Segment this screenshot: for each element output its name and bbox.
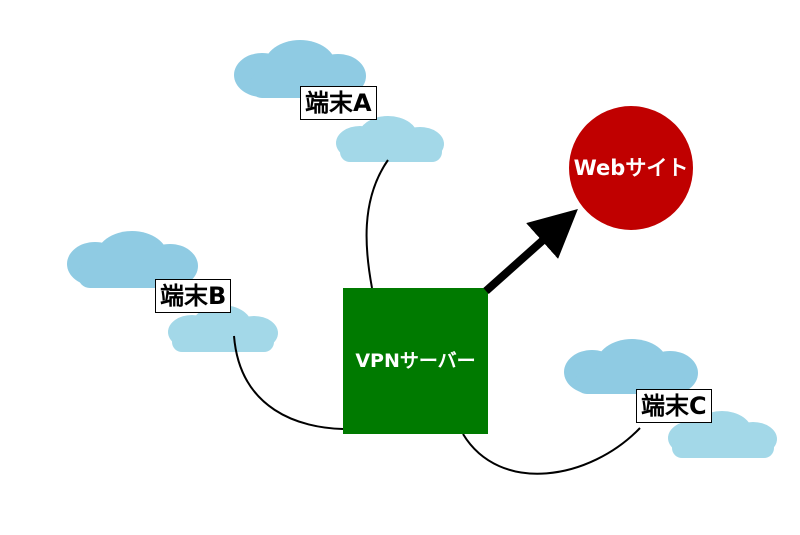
vpn-server-label: VPNサーバー [355, 350, 476, 372]
vpn-server-node [343, 288, 488, 434]
website-label: Webサイト [573, 156, 689, 180]
cloud-terminal-c-upper [564, 339, 698, 395]
connection-line-terminal-c [462, 427, 641, 475]
website-node [569, 106, 693, 230]
arrow-vpn-to-website [483, 209, 578, 294]
connection-line-terminal-b [233, 335, 344, 430]
terminal-b-label: 端末B [155, 279, 232, 313]
cloud-terminal-b-lower [168, 305, 278, 352]
cloud-terminal-a-lower [336, 116, 444, 162]
terminal-a-label: 端末A [300, 86, 377, 120]
cloud-terminal-c-lower [668, 411, 777, 458]
connection-line-terminal-a [365, 159, 389, 289]
terminal-c-label: 端末C [636, 389, 712, 423]
